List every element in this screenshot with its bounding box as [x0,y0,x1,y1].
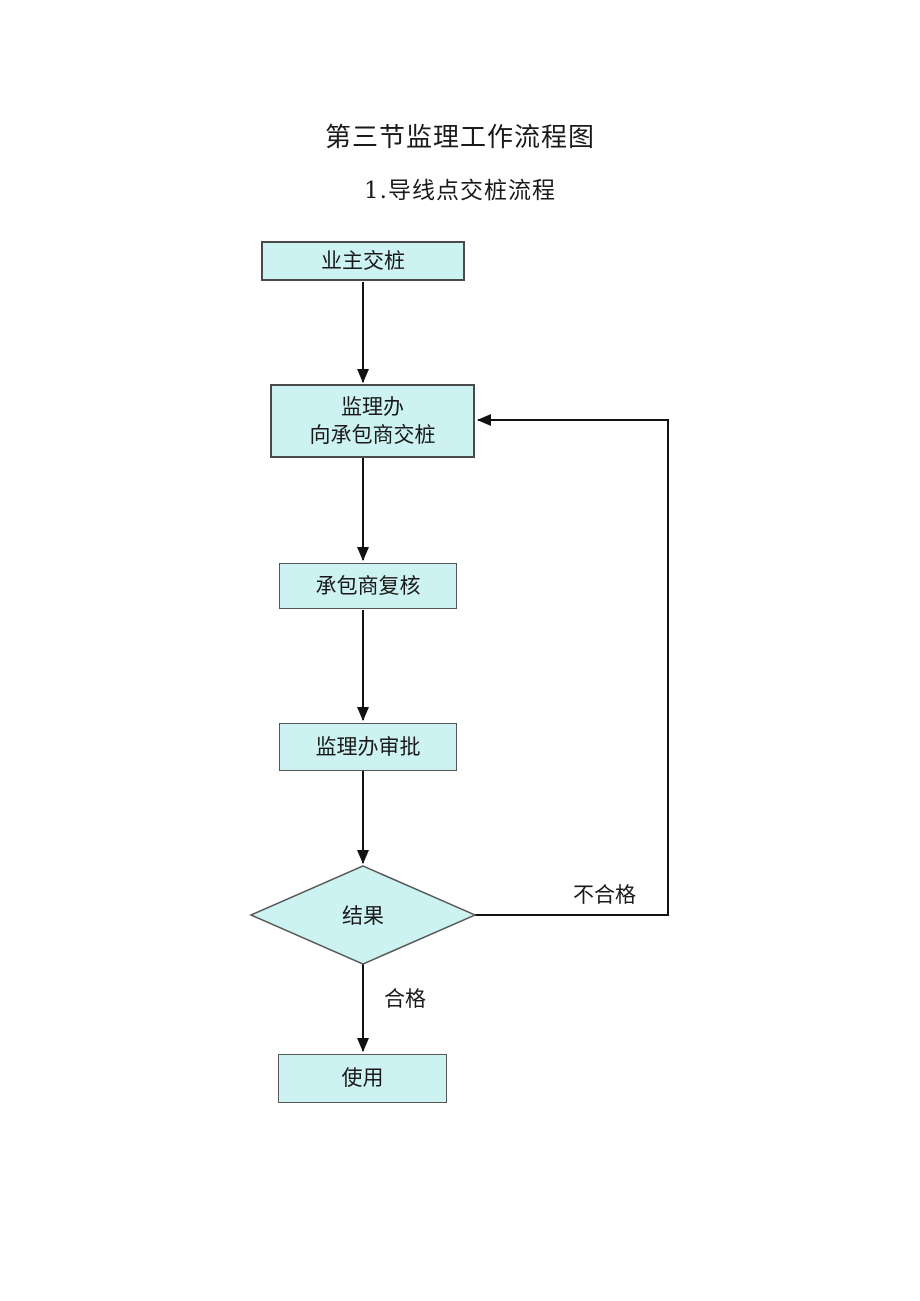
edge-label-fail: 不合格 [573,883,636,907]
node-contractor-review-label: 承包商复核 [315,573,421,598]
node-use-label: 使用 [341,1066,384,1091]
decision-diamond-shape [249,865,477,965]
node-supervision-approval: 监理办审批 [279,723,457,771]
node-result-label: 结果 [342,904,384,928]
node-supervision-handover-line2: 向承包商交桩 [309,423,436,447]
node-supervision-approval-label: 监理办审批 [315,734,421,759]
feedback-loop-line [475,414,669,916]
node-result-decision: 结果 [251,866,475,964]
node-supervision-handover-line1: 监理办 [341,394,404,419]
node-supervision-handover: 监理办 向承包商交桩 [270,384,475,458]
node-owner-handover: 业主交桩 [261,241,465,281]
node-use: 使用 [278,1054,447,1103]
node-owner-handover-label: 业主交桩 [321,248,405,273]
flowchart-title: 1.导线点交桩流程 [364,178,556,204]
section-title: 第三节监理工作流程图 [324,123,595,153]
node-contractor-review: 承包商复核 [279,563,457,609]
edge-label-pass: 合格 [384,987,426,1011]
